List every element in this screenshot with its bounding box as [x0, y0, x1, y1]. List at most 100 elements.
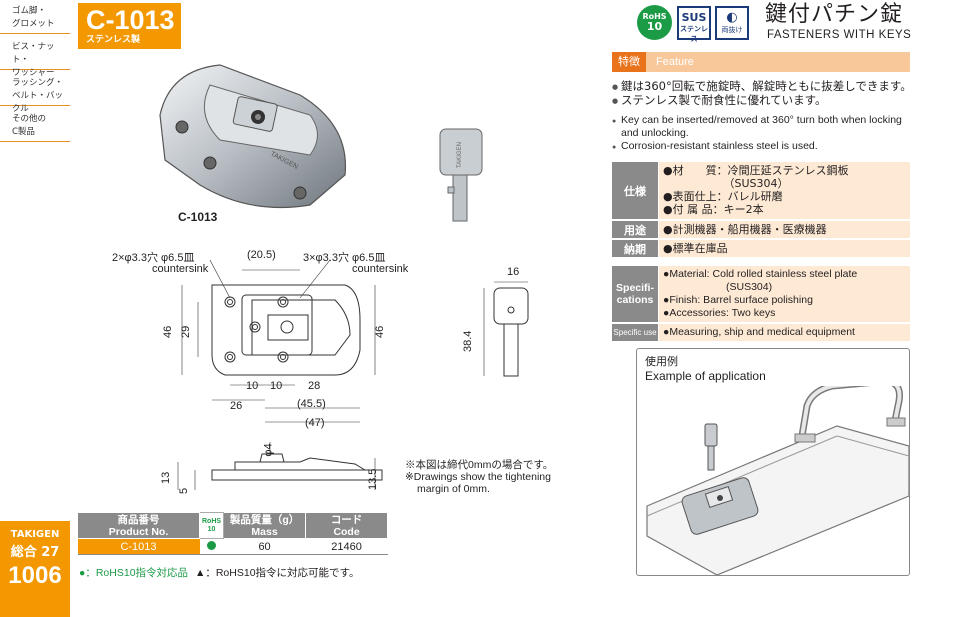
svg-text:TAKIGEN: TAKIGEN — [457, 142, 463, 168]
key-photo: TAKIGEN — [439, 128, 483, 222]
brand-name: TAKIGEN — [10, 529, 60, 540]
feature-label-en: Feature — [656, 56, 694, 68]
header-text: RoHS — [202, 517, 222, 525]
key-badge-label: 両抜け — [721, 26, 743, 34]
side-dim-13-5: 13.5 — [367, 468, 379, 490]
spec-line: (SUS304) — [663, 281, 773, 293]
page-number: 1006 — [8, 562, 62, 589]
spec-head-line: Specifi- — [616, 282, 654, 294]
delivery-head: 納期 — [612, 240, 658, 257]
spec-line: ●材 質：冷間圧延ステンレス鋼板 — [663, 164, 849, 177]
sus-badge: SUS ステンレス — [677, 6, 711, 43]
application-illustration — [646, 386, 909, 575]
spec-table-jp: 仕様 ●材 質：冷間圧延ステンレス鋼板 （SUS304） ●表面仕上：バレル研磨… — [612, 162, 910, 258]
delivery-body: ●標準在庫品 — [659, 240, 910, 257]
spec-line: ●Accessories: Two keys — [663, 307, 776, 319]
sidebar-item-label: ビス・ナット・ — [12, 42, 55, 65]
spec-head: 仕様 — [612, 162, 658, 219]
application-label-jp: 使用例 — [645, 355, 678, 368]
header-code: コード Code — [305, 512, 389, 539]
product-label: C-1013 — [178, 210, 218, 224]
dim-left-countersink: countersink — [152, 263, 209, 275]
header-text: Mass — [251, 525, 278, 538]
side-dim-phi4: φ4 — [262, 443, 275, 457]
header-rohs: RoHS 10 — [198, 512, 225, 539]
header-product-no: 商品番号 Product No. — [77, 512, 200, 539]
drawing-note: ※本図は締代0mmの場合です。 ※Drawings show the tight… — [405, 459, 553, 495]
dim-45-5: (45.5) — [297, 398, 326, 410]
product-table: 商品番号 Product No. RoHS 10 製品質量（g） Mass コー… — [77, 512, 389, 555]
sus-badge-label: SUS — [681, 11, 707, 24]
feature-point: 鍵は360°回転で施錠時、解錠時ともに抜差しできます。 — [612, 79, 912, 94]
use-body: ●計測機器・船用機器・医療機器 — [659, 221, 910, 238]
sidebar-item-label: ワッシャー — [12, 68, 55, 78]
dim-10a: 10 — [246, 380, 259, 392]
rohs-dot-icon — [207, 540, 217, 550]
sidebar: ゴム脚・ グロメット ビス・ナット・ ワッシャー ラッシング・ ベルト・バックル… — [0, 0, 72, 617]
sidebar-item-other-c[interactable]: その他の C製品 — [0, 110, 70, 142]
header-text: Code — [333, 525, 360, 538]
sidebar-item-screws[interactable]: ビス・ナット・ ワッシャー — [0, 38, 70, 78]
section-label: 総合 27 — [10, 545, 60, 560]
spec-line: ●表面仕上：バレル研磨 — [663, 190, 783, 203]
sidebar-item-rubber-feet[interactable]: ゴム脚・ グロメット — [0, 2, 70, 34]
table-header-row: 商品番号 Product No. RoHS 10 製品質量（g） Mass コー… — [77, 512, 389, 539]
rohs-badge-label: RoHS — [642, 12, 667, 21]
rohs-badge: RoHS 10 — [637, 5, 672, 40]
rohs-badge-number: 10 — [646, 20, 663, 33]
use-row: Specific use ●Measuring, ship and medica… — [612, 324, 910, 341]
header-text: 製品質量（g） — [229, 513, 300, 526]
spec-row: 仕様 ●材 質：冷間圧延ステンレス鋼板 （SUS304） ●表面仕上：バレル研磨… — [612, 162, 910, 219]
use-row: 用途 ●計測機器・船用機器・医療機器 — [612, 221, 910, 238]
spec-row: Specifi- cations ●Material: Cold rolled … — [612, 266, 910, 322]
use-body: ●Measuring, ship and medical equipment — [659, 324, 910, 341]
sidebar-item-lashing[interactable]: ラッシング・ ベルト・バックル — [0, 74, 70, 114]
header-text: コード — [330, 513, 363, 526]
side-dim-5: 5 — [178, 487, 190, 494]
header-mass: 製品質量（g） Mass — [223, 512, 307, 539]
rohs-legend: ●：RoHS10指令対応品 ▲：RoHS10指令に対応可能です。 — [79, 565, 359, 580]
feature-point: Corrosion-resistant stainless steel is u… — [612, 140, 912, 154]
spec-body: ●材 質：冷間圧延ステンレス鋼板 （SUS304） ●表面仕上：バレル研磨 ●付… — [659, 162, 910, 219]
dim-20-5: (20.5) — [247, 249, 276, 261]
spec-line: （SUS304） — [663, 177, 789, 190]
legend-triangle: ▲：RoHS10指令に対応可能です。 — [194, 567, 360, 579]
page-title-jp: 鍵付パチン錠 — [765, 2, 904, 27]
key-drawing — [483, 281, 529, 377]
feature-list-jp: 鍵は360°回転で施錠時、解錠時ともに抜差しできます。 ステンレス製で耐食性に優… — [612, 79, 912, 108]
header-text: 商品番号 — [117, 513, 160, 526]
sidebar-item-label: グロメット — [12, 19, 55, 29]
front-view-drawing — [181, 260, 376, 423]
key-dim-38-4: 38.4 — [462, 330, 474, 352]
feature-point: Key can be inserted/removed at 360° turn… — [612, 114, 912, 140]
dim-right-countersink: countersink — [352, 263, 409, 275]
dim-right-hole: 3×φ3.3穴 φ6.5皿 — [303, 252, 386, 264]
key-dim-16: 16 — [507, 266, 520, 278]
key-removable-badge: ◐ 両抜け — [715, 6, 749, 40]
sidebar-item-label: ベルト・バックル — [12, 91, 64, 114]
spec-line: ●Finish: Barrel surface polishing — [663, 294, 813, 306]
feature-label-jp: 特徴 — [612, 52, 646, 72]
material-tag: ステンレス製 — [86, 35, 141, 45]
header-text: Product No. — [108, 525, 169, 538]
dim-46-right: 46 — [374, 325, 386, 338]
model-code: C-1013 — [86, 5, 175, 35]
spec-head: Specifi- cations — [612, 266, 658, 322]
feature-list-en: Key can be inserted/removed at 360° turn… — [612, 114, 912, 154]
key-rotate-icon: ◐ — [726, 10, 738, 25]
header-text: 10 — [207, 525, 216, 533]
latch-photo: TAKIGEN — [159, 64, 347, 209]
cell-code: 21460 — [305, 538, 388, 555]
dim-10b: 10 — [270, 380, 283, 392]
page-corner: TAKIGEN 総合 27 1006 — [0, 521, 70, 617]
dim-46-left: 46 — [162, 325, 174, 338]
page-title-en: FASTENERS WITH KEYS — [767, 29, 912, 41]
table-row[interactable]: C-1013 60 21460 — [77, 538, 388, 555]
sidebar-item-label: C製品 — [12, 127, 35, 137]
cell-mass: 60 — [223, 538, 306, 555]
model-title-box: C-1013 ステンレス製 — [78, 3, 181, 49]
spec-body: ●Material: Cold rolled stainless steel p… — [659, 266, 910, 322]
delivery-row: 納期 ●標準在庫品 — [612, 240, 910, 257]
application-panel — [636, 348, 910, 576]
cell-product-no: C-1013 — [77, 538, 200, 555]
